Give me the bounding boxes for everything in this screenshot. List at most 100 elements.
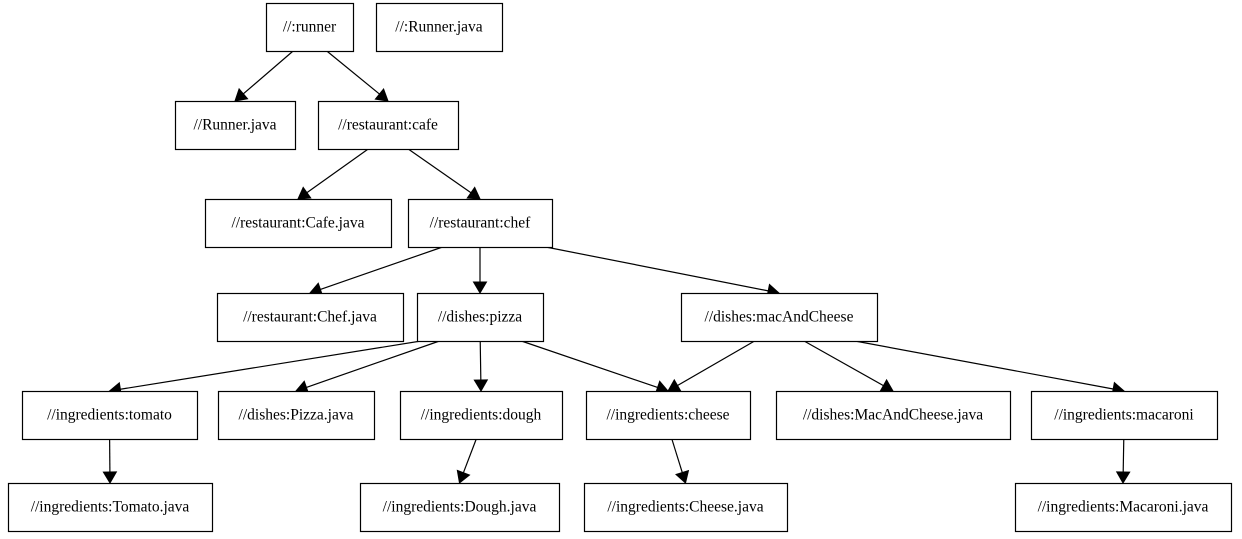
graph-node[interactable]: //ingredients:tomato bbox=[21, 390, 199, 441]
edge-arrowhead bbox=[472, 281, 488, 294]
node-box bbox=[583, 482, 789, 533]
edge-arrowhead bbox=[456, 469, 471, 484]
edge-arrowhead bbox=[879, 378, 894, 392]
graph-edge bbox=[295, 340, 440, 395]
graph-edge bbox=[309, 246, 443, 297]
graph-edge bbox=[234, 50, 294, 102]
graph-edge bbox=[297, 148, 369, 200]
node-box bbox=[775, 390, 1012, 441]
edge-arrowhead bbox=[667, 378, 682, 392]
graph-node[interactable]: //restaurant:Chef.java bbox=[216, 292, 405, 343]
graph-node[interactable]: //ingredients:Tomato.java bbox=[7, 482, 214, 533]
graph-node[interactable]: //ingredients:Macaroni.java bbox=[1014, 482, 1233, 533]
node-box bbox=[585, 390, 752, 441]
edge-line bbox=[1122, 438, 1125, 473]
graph-node[interactable]: //dishes:Pizza.java bbox=[217, 390, 376, 441]
graph-node[interactable]: //dishes:pizza bbox=[416, 292, 545, 343]
graph-edge bbox=[854, 340, 1125, 397]
edge-line bbox=[854, 340, 1114, 390]
node-box bbox=[216, 292, 405, 343]
node-label: //:Runner.java bbox=[395, 19, 483, 36]
node-label: //Runner.java bbox=[193, 117, 276, 134]
edge-line bbox=[242, 50, 294, 95]
graph-node[interactable]: //ingredients:Cheese.java bbox=[583, 482, 789, 533]
graph-edge bbox=[667, 340, 755, 392]
graph-edge bbox=[456, 438, 477, 484]
edge-line bbox=[306, 340, 440, 388]
graph-edge bbox=[545, 246, 780, 299]
graph-node[interactable]: //:Runner.java bbox=[375, 2, 504, 53]
edge-arrowhead bbox=[473, 379, 489, 392]
edge-line bbox=[407, 148, 472, 194]
edge-arrowhead bbox=[297, 186, 312, 200]
node-label: //ingredients:macaroni bbox=[1054, 407, 1194, 424]
node-label: //ingredients:Macaroni.java bbox=[1038, 499, 1209, 516]
node-box bbox=[21, 390, 199, 441]
edge-line bbox=[320, 246, 443, 290]
edge-arrowhead bbox=[234, 87, 249, 102]
graph-node[interactable]: //dishes:macAndCheese bbox=[680, 292, 879, 343]
graph-edge bbox=[102, 438, 118, 484]
graph-edge bbox=[108, 340, 422, 397]
edge-line bbox=[677, 340, 755, 387]
node-label: //restaurant:Chef.java bbox=[243, 309, 377, 326]
graph-node[interactable]: //restaurant:chef bbox=[407, 198, 554, 249]
graph-edge bbox=[671, 438, 690, 484]
node-label: //dishes:pizza bbox=[438, 309, 522, 326]
node-label: //ingredients:Tomato.java bbox=[31, 499, 190, 516]
edge-line bbox=[671, 438, 683, 473]
edge-line bbox=[479, 340, 482, 381]
edge-line bbox=[120, 340, 422, 390]
graph-edge bbox=[326, 50, 389, 102]
graph-node[interactable]: //ingredients:cheese bbox=[585, 390, 752, 441]
graph-node[interactable]: //restaurant:cafe bbox=[317, 100, 460, 151]
graph-edge bbox=[472, 247, 488, 294]
edge-arrowhead bbox=[374, 88, 389, 102]
node-box bbox=[217, 390, 376, 441]
graph-edge bbox=[1115, 438, 1131, 484]
graph-node[interactable]: //restaurant:Cafe.java bbox=[204, 198, 393, 249]
edge-line bbox=[803, 340, 884, 387]
node-box bbox=[1030, 390, 1219, 441]
edge-arrowhead bbox=[1115, 471, 1131, 484]
edge-line bbox=[326, 50, 380, 95]
graph-edge bbox=[803, 340, 894, 392]
node-box bbox=[265, 2, 355, 53]
node-label: //restaurant:Cafe.java bbox=[232, 215, 365, 232]
node-box bbox=[407, 198, 554, 249]
node-box bbox=[359, 482, 561, 533]
graph-edge bbox=[521, 340, 669, 395]
node-box bbox=[1014, 482, 1233, 533]
graph-node[interactable]: //:runner bbox=[265, 2, 355, 53]
edge-arrowhead bbox=[466, 186, 481, 200]
graph-node[interactable]: //ingredients:Dough.java bbox=[359, 482, 561, 533]
graph-edge bbox=[473, 340, 489, 392]
node-box bbox=[375, 2, 504, 53]
graph-node[interactable]: //dishes:MacAndCheese.java bbox=[775, 390, 1012, 441]
node-label: //restaurant:chef bbox=[430, 215, 532, 232]
edge-arrowhead bbox=[102, 471, 118, 484]
node-label: //ingredients:cheese bbox=[606, 407, 729, 424]
edge-line bbox=[306, 148, 369, 194]
graph-node[interactable]: //ingredients:dough bbox=[399, 390, 564, 441]
node-label: //:runner bbox=[283, 19, 337, 36]
edge-line bbox=[545, 246, 769, 292]
edge-layer bbox=[102, 50, 1131, 484]
node-box bbox=[416, 292, 545, 343]
edge-line bbox=[521, 340, 658, 389]
graph-node[interactable]: //ingredients:macaroni bbox=[1030, 390, 1219, 441]
node-label: //dishes:macAndCheese bbox=[705, 309, 854, 326]
node-box bbox=[204, 198, 393, 249]
node-label: //ingredients:dough bbox=[421, 407, 542, 424]
node-label: //restaurant:cafe bbox=[338, 117, 438, 134]
node-label: //ingredients:Dough.java bbox=[383, 499, 537, 516]
graph-node[interactable]: //Runner.java bbox=[174, 100, 297, 151]
edge-arrowhead bbox=[675, 469, 690, 484]
node-box bbox=[399, 390, 564, 441]
node-box bbox=[7, 482, 214, 533]
node-label: //dishes:MacAndCheese.java bbox=[803, 407, 983, 424]
node-label: //ingredients:Cheese.java bbox=[607, 499, 763, 516]
node-label: //dishes:Pizza.java bbox=[239, 407, 354, 424]
